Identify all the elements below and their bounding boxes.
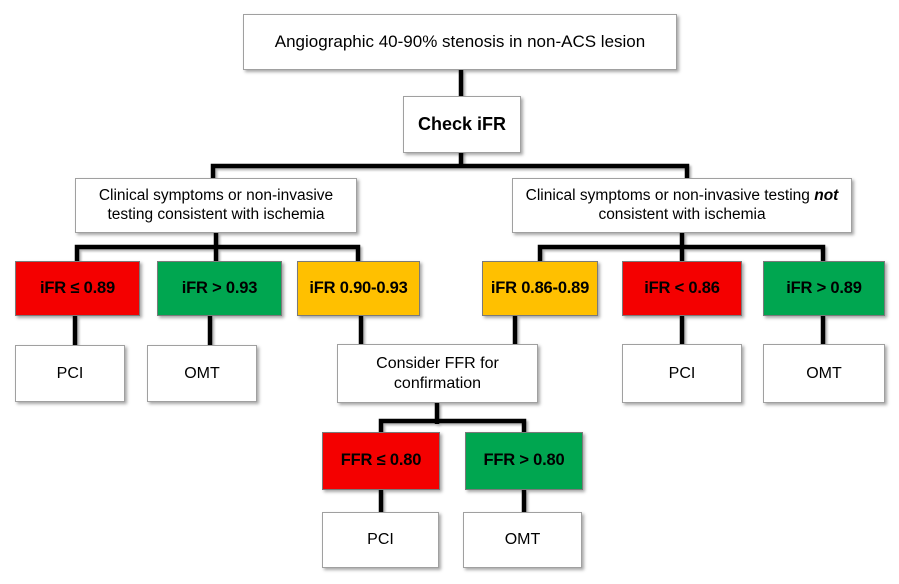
node-right-condition-label: Clinical symptoms or non-invasive testin… [525,186,839,223]
node-root-stenosis: Angiographic 40-90% stenosis in non-ACS … [243,14,677,70]
node-right-ifr-086-089: iFR 0.86-0.89 [482,261,598,316]
node-right-omt: OMT [763,344,885,403]
node-left-omt: OMT [147,345,257,402]
node-consider-ffr-label: Consider FFR for confirmation [376,355,499,392]
node-left-ifr-gt-093-label: iFR > 0.93 [181,278,258,297]
node-right-condition: Clinical symptoms or non-invasive testin… [512,178,852,233]
node-right-pci-label: PCI [668,364,696,382]
node-right-ifr-gt-089: iFR > 0.89 [763,261,885,316]
node-bottom-omt: OMT [463,512,582,568]
node-left-condition: Clinical symptoms or non-invasive testin… [75,178,357,233]
node-left-ifr-le-089-label: iFR ≤ 0.89 [40,278,115,297]
node-right-ifr-lt-086-label: iFR < 0.86 [644,278,720,297]
node-bottom-pci: PCI [322,512,439,568]
node-left-condition-label: Clinical symptoms or non-invasive testin… [98,186,334,223]
node-right-ifr-gt-089-label: iFR > 0.89 [786,278,862,297]
node-right-ifr-086-089-label: iFR 0.86-0.89 [490,278,590,297]
node-bottom-omt-label: OMT [504,531,541,549]
connector-ffr-split [378,418,527,432]
node-left-ifr-090-093: iFR 0.90-0.93 [297,261,420,316]
node-left-omt-label: OMT [184,364,220,382]
node-right-omt-label: OMT [806,364,842,382]
node-left-ifr-gt-093: iFR > 0.93 [157,261,282,316]
node-check-ifr-label: Check iFR [417,113,507,134]
node-bottom-pci-label: PCI [367,531,394,549]
connector-main-split [210,163,690,178]
connector-right-split [537,244,826,261]
not-emphasis: not [814,186,839,204]
node-right-ifr-lt-086: iFR < 0.86 [622,261,742,316]
node-right-pci: PCI [622,344,742,403]
node-left-ifr-090-093-label: iFR 0.90-0.93 [309,278,408,297]
node-ffr-le-080: FFR ≤ 0.80 [322,432,440,490]
node-ffr-gt-080: FFR > 0.80 [465,432,583,490]
node-ffr-gt-080-label: FFR > 0.80 [483,451,565,470]
node-check-ifr: Check iFR [403,96,521,153]
node-left-pci: PCI [15,345,125,402]
node-left-pci-label: PCI [56,364,84,382]
connector-left-split [74,244,361,261]
node-left-ifr-le-089: iFR ≤ 0.89 [15,261,140,316]
node-consider-ffr: Consider FFR for confirmation [337,344,538,403]
node-ffr-le-080-label: FFR ≤ 0.80 [340,451,422,470]
node-root-stenosis-label: Angiographic 40-90% stenosis in non-ACS … [274,31,646,51]
